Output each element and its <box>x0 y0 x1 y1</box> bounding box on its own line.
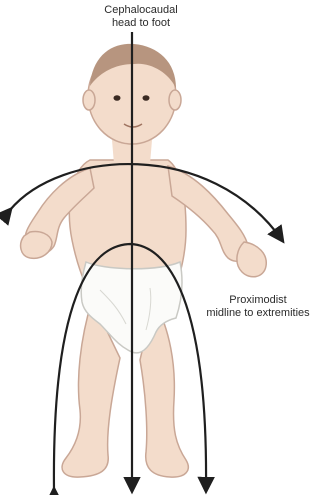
right-ear <box>169 90 181 110</box>
left-hand <box>21 231 52 258</box>
cephalocaudal-label: Cephalocaudal head to foot <box>86 4 196 30</box>
right-hand <box>237 242 266 277</box>
proximodistal-label: Proximodist midline to extremities <box>196 294 320 320</box>
right-eye <box>143 95 150 101</box>
proximodistal-subtitle: midline to extremities <box>196 307 320 320</box>
cephalocaudal-title: Cephalocaudal <box>86 4 196 17</box>
left-eye <box>114 95 121 101</box>
left-ear <box>83 90 95 110</box>
proximodistal-title: Proximodist <box>196 294 320 307</box>
cephalocaudal-subtitle: head to foot <box>86 17 196 30</box>
